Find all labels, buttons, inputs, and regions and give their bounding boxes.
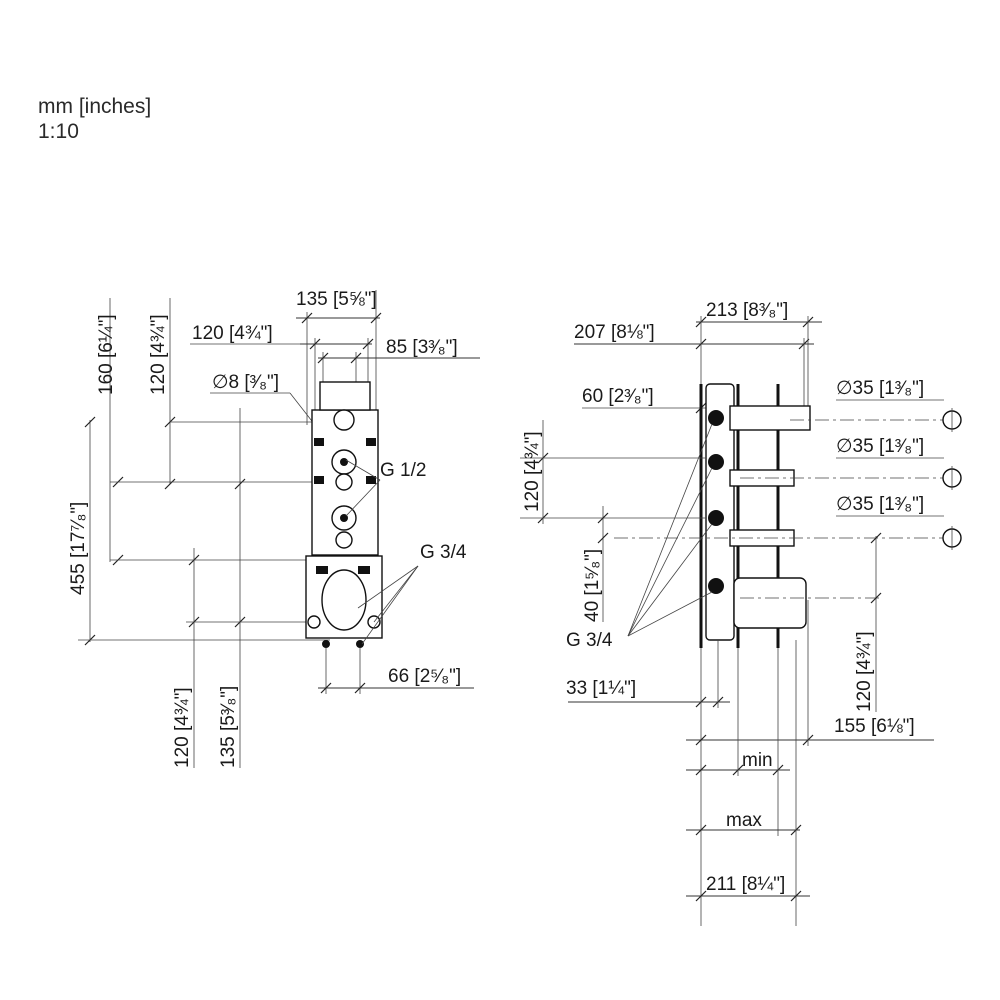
- units-label: mm [inches]: [38, 95, 152, 118]
- dim-text-120-v-right: 120 [4¾"]: [854, 631, 875, 712]
- front-view: 135 [5⅝"] 120 [4¾"] 85 [3³⁄₈"] ∅8 [³⁄₈"]…: [68, 289, 480, 768]
- drawing-legend: mm [inches] 1:10: [38, 94, 151, 144]
- dim-text-40-v: 40 [1⁵⁄₈"]: [582, 549, 603, 622]
- dim-text-120-h: 120 [4¾"]: [192, 323, 273, 344]
- side-view: 213 [8³⁄₈"] 207 [8⅛"] 60 [2³⁄₈"] ∅35 [1³…: [520, 300, 962, 926]
- dim-text-dia8: ∅8 [³⁄₈"]: [212, 372, 279, 393]
- dim-text-135-v: 135 [5³⁄₈"]: [218, 686, 239, 768]
- dim-text-135: 135 [5⅝"]: [296, 289, 377, 310]
- dim-text-dia35-2: ∅35 [1³⁄₈"]: [836, 436, 924, 457]
- dim-text-33: 33 [1¼"]: [566, 678, 636, 699]
- dim-text-60: 60 [2³⁄₈"]: [582, 386, 654, 407]
- dim-text-120-v-bottom: 120 [4¾"]: [172, 687, 193, 768]
- thread-label-g34-front: G 3/4: [420, 542, 467, 563]
- dim-text-160-v: 160 [6¼"]: [96, 314, 117, 395]
- thread-label-g12: G 1/2: [380, 460, 426, 481]
- dim-text-66: 66 [2⁵⁄₈"]: [388, 666, 461, 687]
- scale-label: 1:10: [38, 120, 79, 143]
- dim-text-213: 213 [8³⁄₈"]: [706, 300, 788, 321]
- dim-text-dia35-3: ∅35 [1³⁄₈"]: [836, 494, 924, 515]
- dim-text-455-v: 455 [17⁷⁄₈"]: [68, 502, 89, 595]
- thread-label-g34-side: G 3/4: [566, 630, 613, 651]
- dim-text-211: 211 [8¼"]: [706, 874, 785, 895]
- dim-text-207: 207 [8⅛"]: [574, 322, 655, 343]
- label-min: min: [742, 750, 773, 771]
- dim-text-120-v-top: 120 [4¾"]: [148, 314, 169, 395]
- dim-text-85: 85 [3³⁄₈"]: [386, 337, 458, 358]
- dim-text-120-v-left: 120 [4¾"]: [522, 431, 543, 512]
- dim-text-155: 155 [6⅛"]: [834, 716, 915, 737]
- label-max: max: [726, 810, 762, 831]
- dim-text-dia35-1: ∅35 [1³⁄₈"]: [836, 378, 924, 399]
